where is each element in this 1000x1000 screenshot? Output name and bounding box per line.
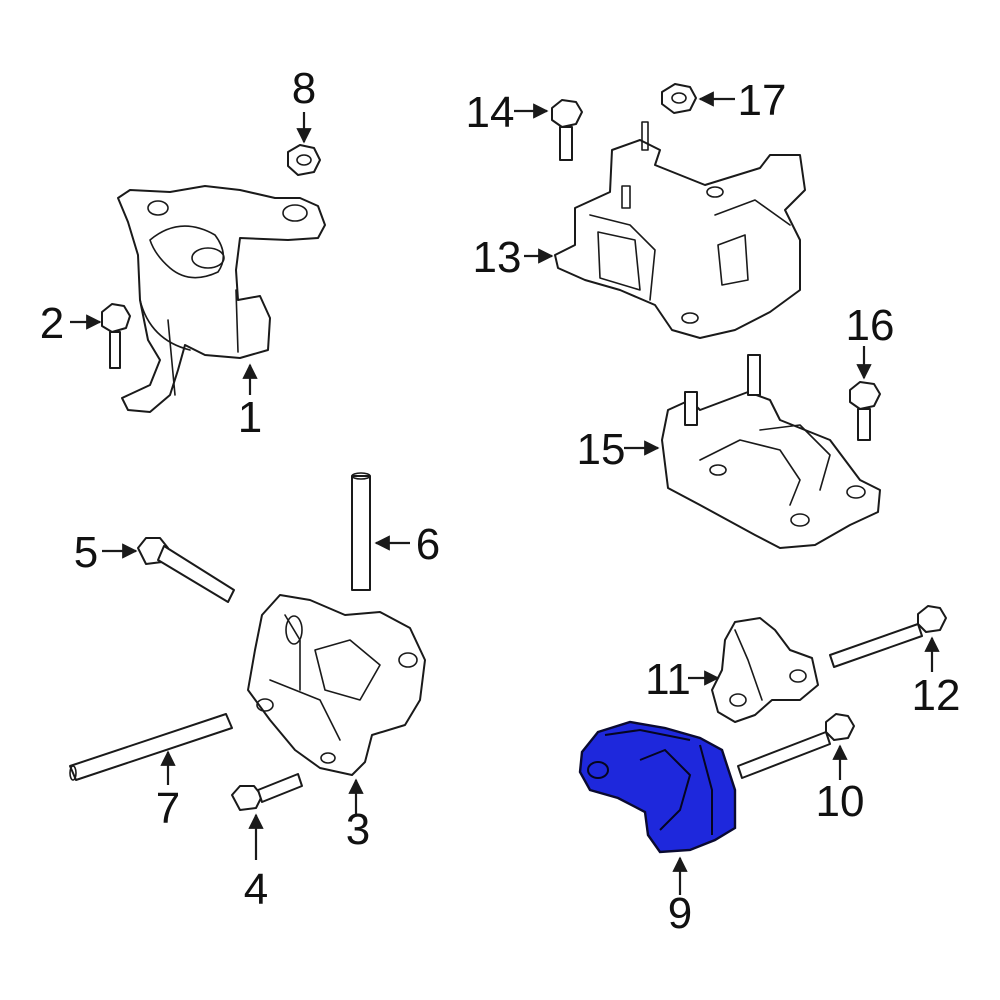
part-10-bolt[interactable] [737,713,855,779]
part-5-bolt[interactable] [137,537,235,603]
callout-17: 17 [738,76,787,125]
part-3-bracket[interactable] [247,594,426,776]
callout-13: 13 [473,233,522,282]
part-11-bracket[interactable] [711,617,819,723]
callout-9: 9 [668,889,692,938]
leader-lines [70,91,940,895]
part-1-mount-bracket[interactable] [117,185,326,413]
part-4-bolt[interactable] [231,773,303,811]
callout-labels: 1 2 3 4 5 6 7 8 9 10 11 12 13 14 15 16 1… [40,64,961,938]
callout-16: 16 [846,301,895,350]
callout-11: 11 [645,655,691,704]
callout-12: 12 [912,671,961,720]
callout-8: 8 [292,64,316,113]
part-6-stud[interactable] [351,472,371,591]
part-2-bolt[interactable] [101,303,131,369]
part-9-mount-highlighted[interactable] [578,720,737,854]
callout-15: 15 [577,425,626,474]
callout-2: 2 [40,299,64,348]
callout-5: 5 [74,528,98,577]
callout-1: 1 [238,393,262,442]
callout-14: 14 [466,88,515,137]
part-12-bolt[interactable] [829,605,947,668]
callout-4: 4 [244,865,268,914]
part-14-bolt[interactable] [551,99,583,161]
callout-7: 7 [156,784,180,833]
callout-10: 10 [816,777,865,826]
part-16-bolt[interactable] [849,381,881,441]
part-17-nut[interactable] [661,83,697,114]
part-13-bracket[interactable] [554,121,806,339]
callout-3: 3 [346,805,370,854]
part-15-bracket[interactable] [661,354,881,549]
part-8-nut[interactable] [287,144,321,176]
part-7-pin[interactable] [69,713,233,781]
callout-6: 6 [416,520,440,569]
